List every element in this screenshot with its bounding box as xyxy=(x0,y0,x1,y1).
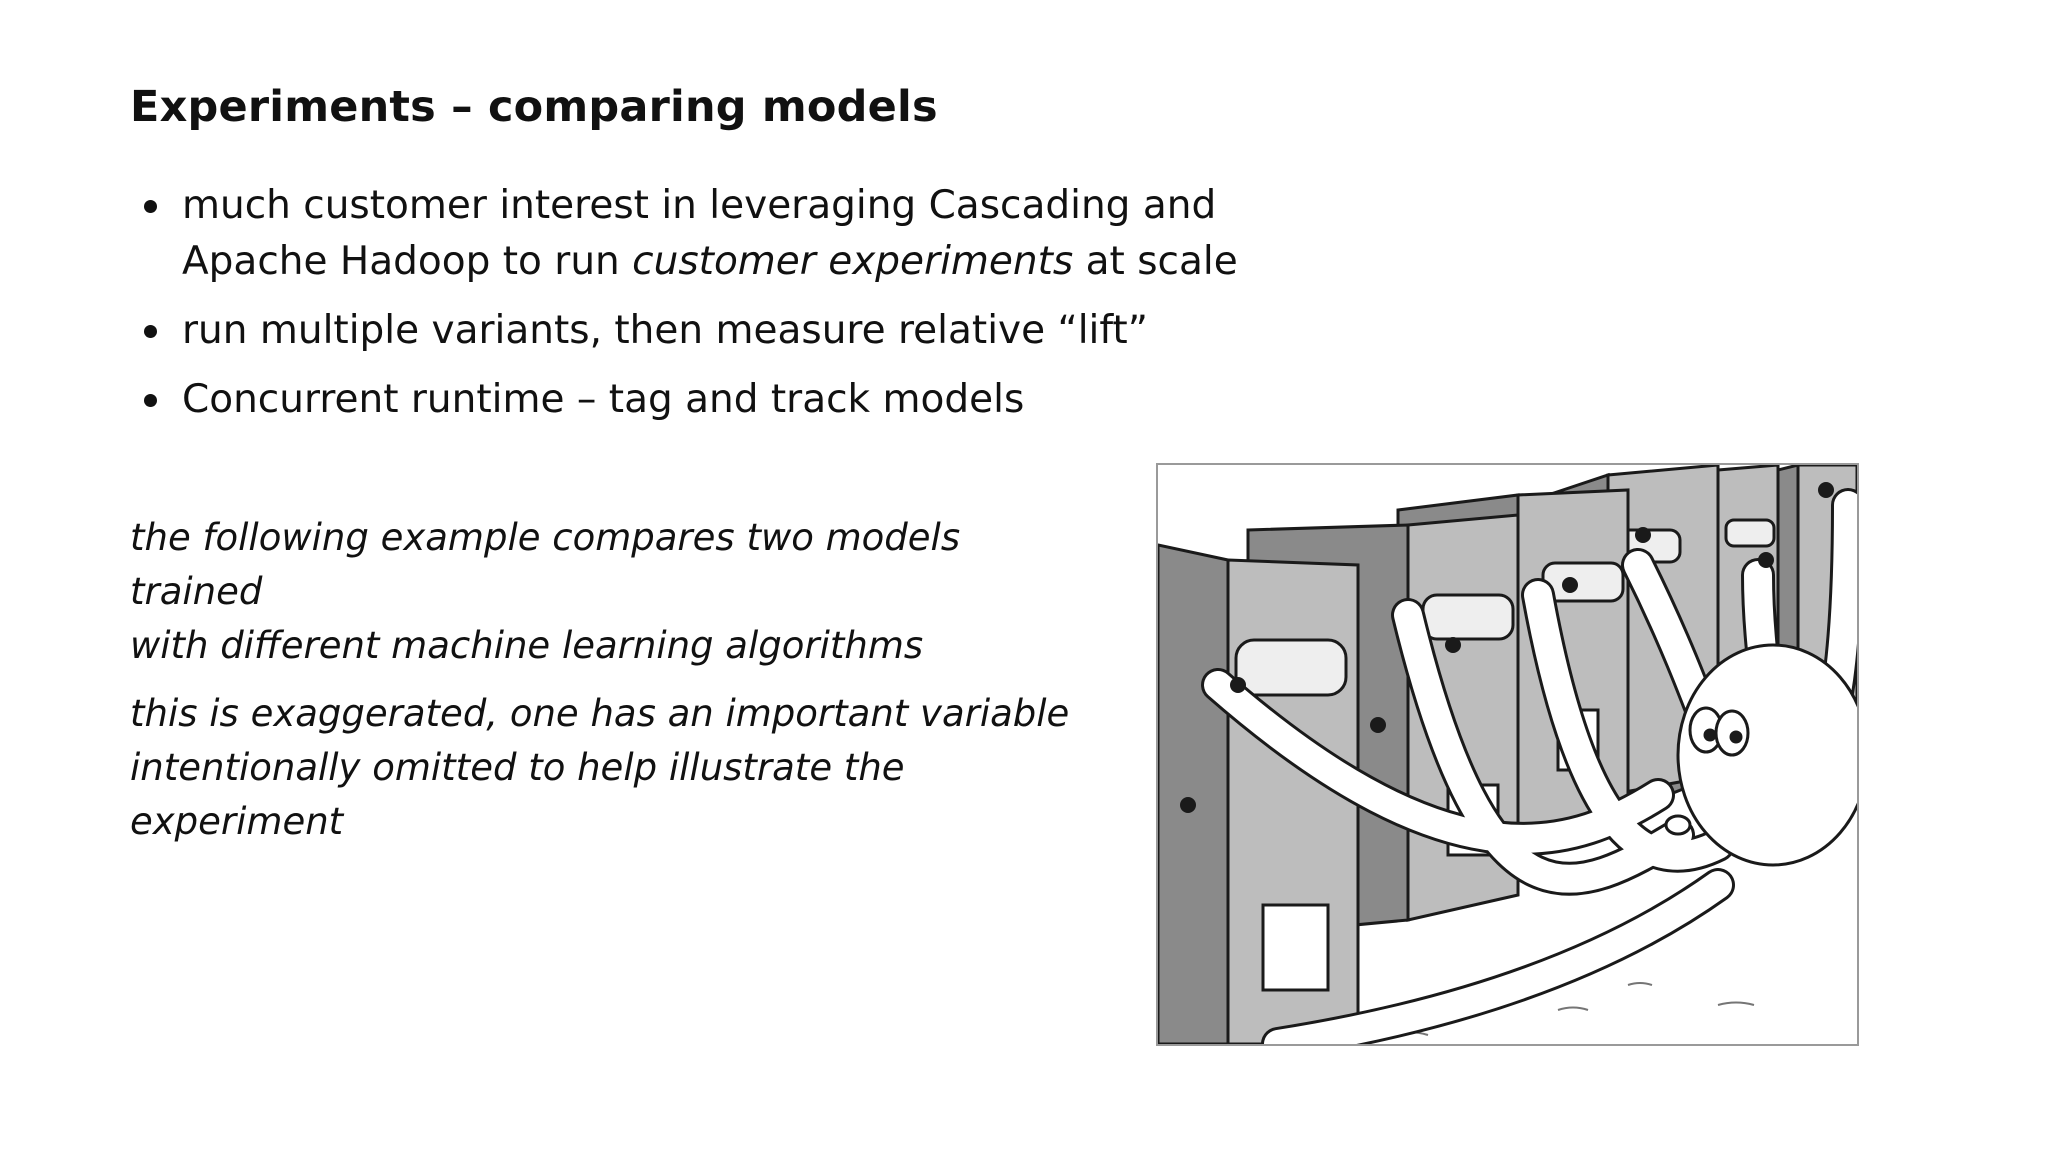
octopus-slot-machines-illustration xyxy=(1156,463,1859,1046)
bullet-dot-icon xyxy=(144,394,157,407)
note-paragraph: this is exaggerated, one has an importan… xyxy=(130,687,1080,849)
bullet-line: much customer interest in leveraging Cas… xyxy=(182,183,1217,228)
bullet-emphasis: customer experiments xyxy=(632,239,1074,284)
bullet-text: Concurrent runtime – tag and track model… xyxy=(182,377,1025,422)
note-line: with different machine learning algorith… xyxy=(130,624,924,667)
bullet-dot-icon xyxy=(144,325,157,338)
cartoon-drawing xyxy=(1158,465,1857,1044)
bullet-list: much customer interest in leveraging Cas… xyxy=(140,178,1238,441)
note-line: intentionally omitted to help illustrate… xyxy=(130,746,905,843)
bullet-dot-icon xyxy=(144,200,157,213)
note-paragraph: the following example compares two model… xyxy=(130,511,1080,673)
note-line: this is exaggerated, one has an importan… xyxy=(130,692,1070,735)
slot-machine-icon xyxy=(1158,543,1360,1044)
bullet-line-suffix: at scale xyxy=(1073,239,1238,284)
bullet-item: run multiple variants, then measure rela… xyxy=(140,303,1200,359)
bullet-text: run multiple variants, then measure rela… xyxy=(182,308,1148,353)
octopus-head-icon xyxy=(1664,643,1857,867)
lever-knobs-icon xyxy=(1180,482,1834,813)
bullet-line-prefix: Apache Hadoop to run xyxy=(182,239,633,284)
bullet-item: much customer interest in leveraging Cas… xyxy=(140,178,1238,290)
note-line: the following example compares two model… xyxy=(130,516,961,613)
bullet-item: Concurrent runtime – tag and track model… xyxy=(140,372,1200,428)
slide-title: Experiments – comparing models xyxy=(130,82,938,132)
